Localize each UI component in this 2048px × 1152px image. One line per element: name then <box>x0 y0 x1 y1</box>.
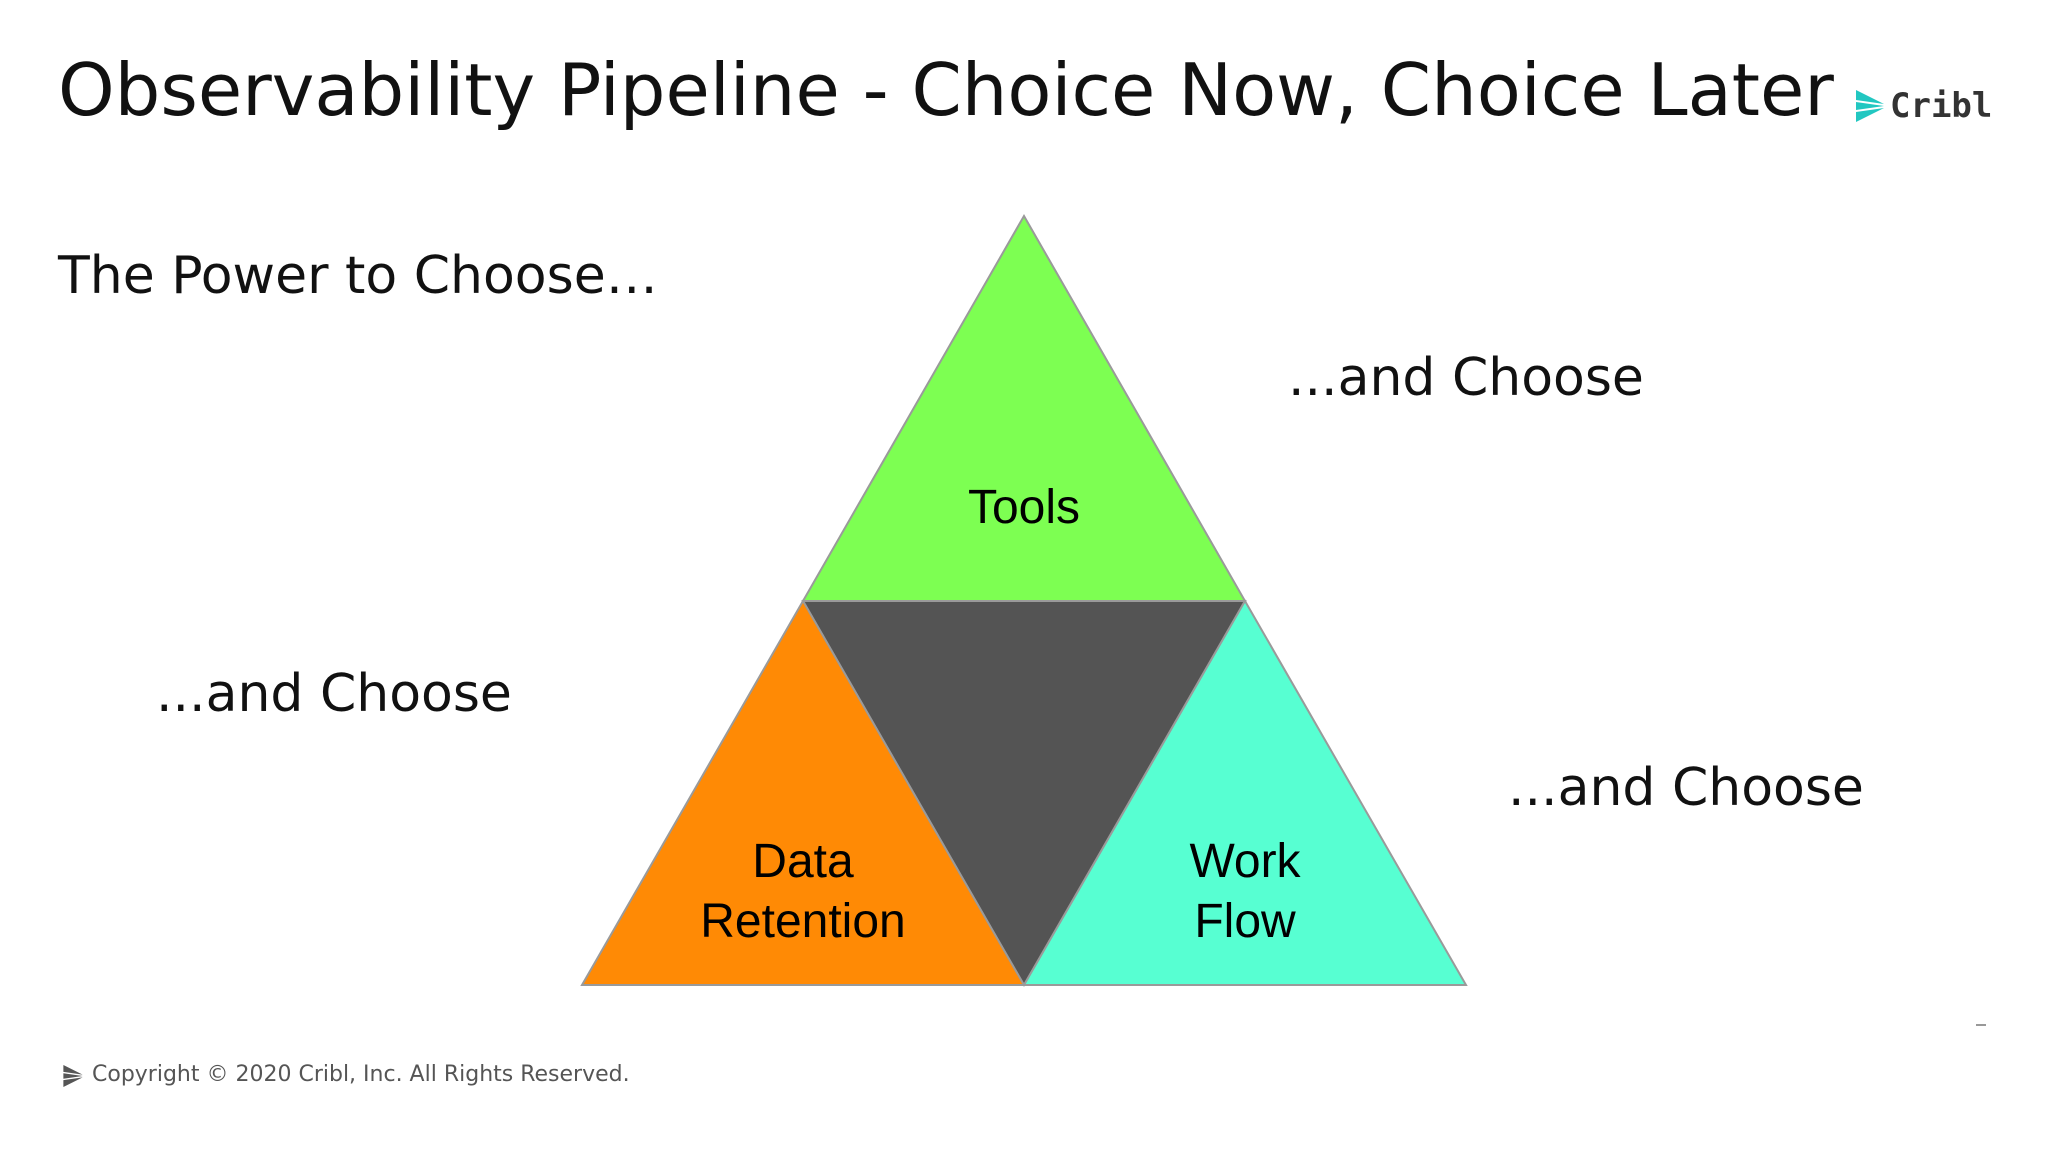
slide-title: Observability Pipeline - Choice Now, Cho… <box>58 48 1834 132</box>
choose-label-bottom-right: ...and Choose <box>1508 758 1864 818</box>
work-flow-label-line1: Work <box>1189 835 1301 888</box>
tools-triangle <box>801 213 1247 602</box>
work-flow-triangle <box>1022 598 1468 986</box>
cribl-logo: Cribl <box>1856 84 1996 128</box>
cribl-logo-icon <box>1856 90 1884 122</box>
logo-text: Cribl <box>1890 86 1993 126</box>
data-retention-label-line1: Data <box>752 835 854 888</box>
choose-label-top-right: ...and Choose <box>1288 348 1644 408</box>
work-flow-label-line2: Flow <box>1194 895 1296 948</box>
choose-label-left: ...and Choose <box>156 664 512 724</box>
cribl-small-logo-icon <box>63 1065 83 1087</box>
tools-label: Tools <box>968 481 1080 534</box>
copyright-text: Copyright © 2020 Cribl, Inc. All Rights … <box>92 1062 630 1087</box>
data-retention-label-line2: Retention <box>700 895 905 948</box>
corner-mark <box>1976 1024 1986 1026</box>
center-triangle <box>801 600 1247 988</box>
data-retention-triangle <box>580 598 1026 986</box>
subtitle: The Power to Choose… <box>58 246 658 306</box>
